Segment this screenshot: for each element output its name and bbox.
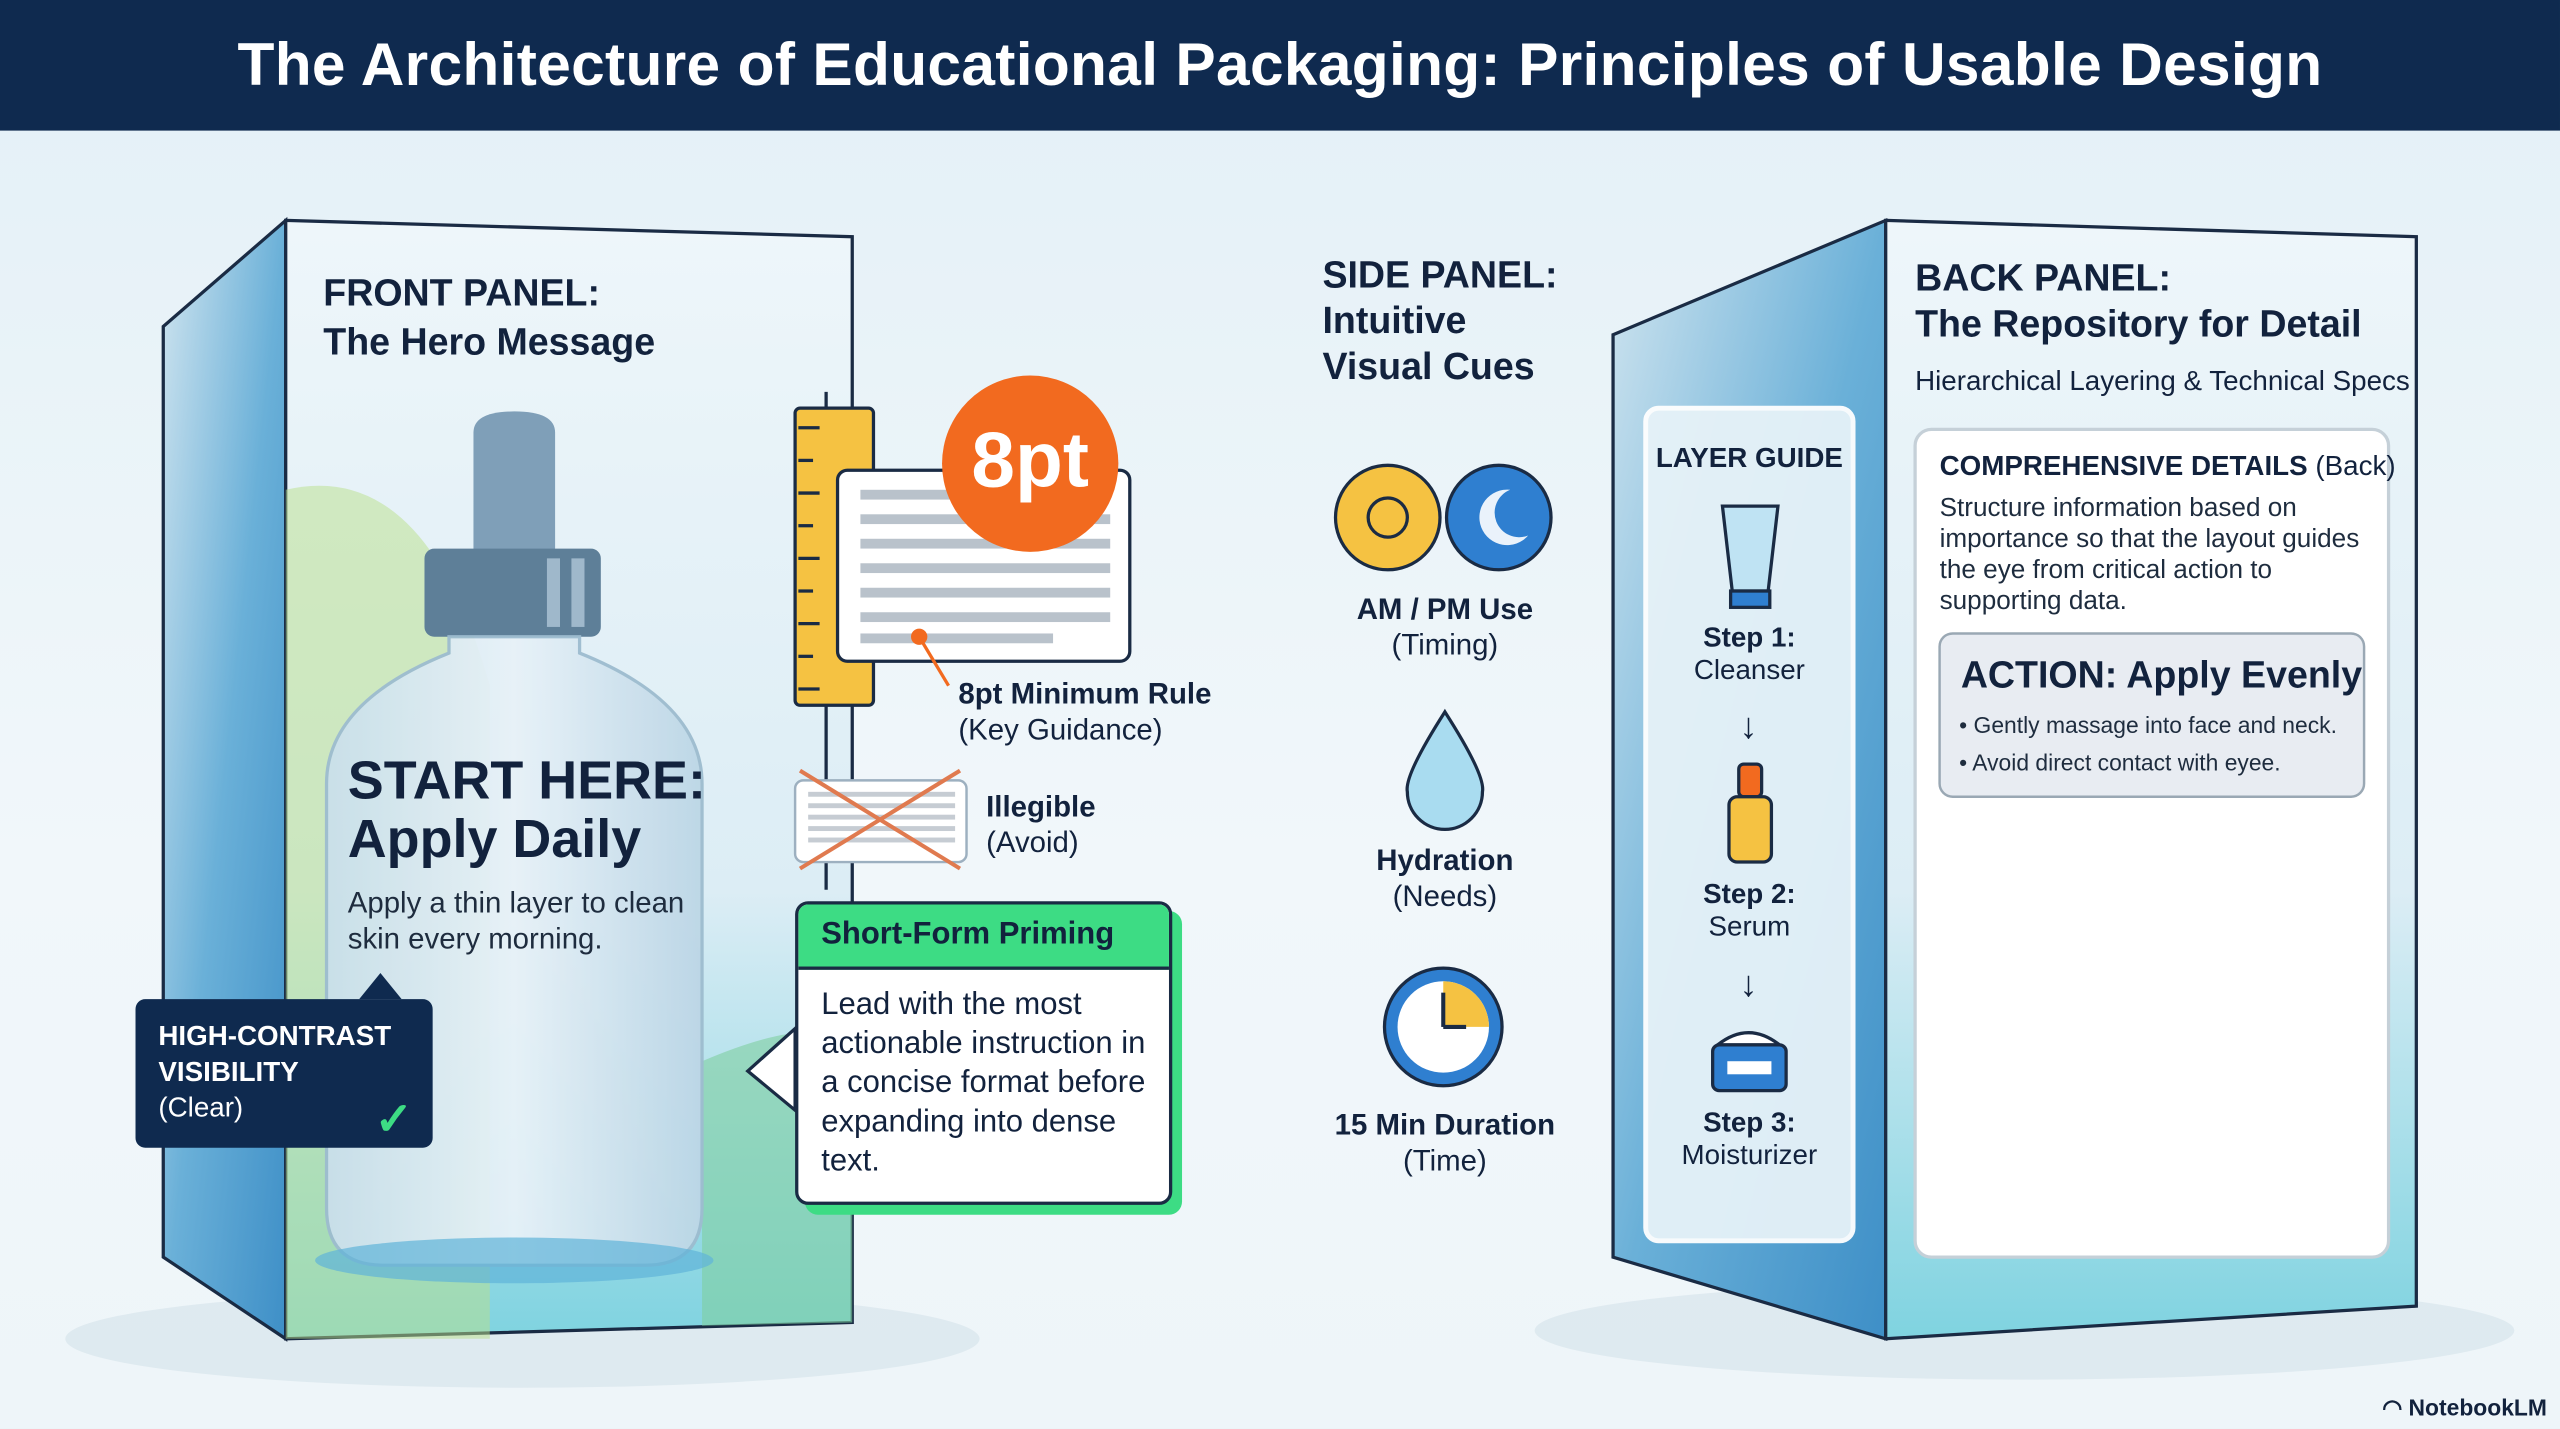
arrow-down-icon: ↓	[1740, 705, 1758, 746]
moisturizer-jar-icon	[1711, 1031, 1788, 1093]
clock-icon	[1382, 966, 1504, 1088]
step-1: Step 1:Cleanser	[1693, 622, 1805, 686]
action-box	[1938, 632, 2366, 798]
side-panel-heading: SIDE PANEL: Intuitive Visual Cues	[1322, 253, 1558, 387]
size-badge: 8pt	[971, 417, 1089, 505]
sun-icon	[1333, 463, 1442, 572]
page-title: The Architecture of Educational Packagin…	[237, 31, 2323, 98]
notebooklm-logo-icon: ◠	[2382, 1394, 2409, 1421]
illegible-label: Illegible (Avoid)	[986, 790, 1096, 859]
cue-am-pm: AM / PM Use(Timing)	[1356, 592, 1534, 662]
layer-guide-title: LAYER GUIDE	[1655, 442, 1843, 474]
illegible-text-icon	[793, 768, 968, 871]
water-drop-icon	[1405, 708, 1485, 832]
high-contrast-badge: HIGH-CONTRAST VISIBILITY (Clear) ✓	[135, 999, 433, 1148]
notebooklm-branding: ◠ NotebookLM	[2382, 1394, 2547, 1421]
arrow-down-icon: ↓	[1740, 963, 1758, 1004]
hero-instruction: Apply a thin layer to clean skin every m…	[347, 886, 685, 956]
moon-icon	[1444, 463, 1553, 572]
action-title: ACTION: Apply Evenly	[1960, 653, 2363, 696]
front-panel-heading: FRONT PANEL: The Hero Message	[323, 271, 656, 363]
hero-message: START HERE: Apply Daily	[347, 749, 706, 869]
cleanser-tube-icon	[1720, 504, 1780, 609]
back-subtitle: Hierarchical Layering & Technical Specs	[1915, 365, 2410, 397]
cue-duration: 15 Min Duration(Time)	[1334, 1108, 1556, 1178]
header: The Architecture of Educational Packagin…	[0, 0, 2560, 131]
min-rule-label: 8pt Minimum Rule (Key Guidance)	[958, 677, 1212, 747]
action-bullets: • Gently massage into face and neck. • A…	[1959, 711, 2337, 776]
cue-hydration: Hydration(Needs)	[1376, 844, 1514, 913]
details-heading: COMPREHENSIVE DETAILS (Back)	[1939, 450, 2396, 482]
details-text: Structure information based on importanc…	[1939, 494, 2360, 616]
serum-dropper-icon	[1727, 762, 1774, 864]
front-box-side	[161, 216, 288, 1342]
checkmark-icon: ✓	[374, 1093, 414, 1145]
short-form-priming-callout: Short-Form Priming Lead with the most ac…	[795, 901, 1173, 1205]
step-2: Step 2:Serum	[1703, 878, 1796, 943]
step-3: Step 3:Moisturizer	[1681, 1106, 1818, 1171]
text-document-icon	[835, 375, 1132, 687]
back-panel-heading: BACK PANEL: The Repository for Detail	[1915, 256, 2362, 345]
